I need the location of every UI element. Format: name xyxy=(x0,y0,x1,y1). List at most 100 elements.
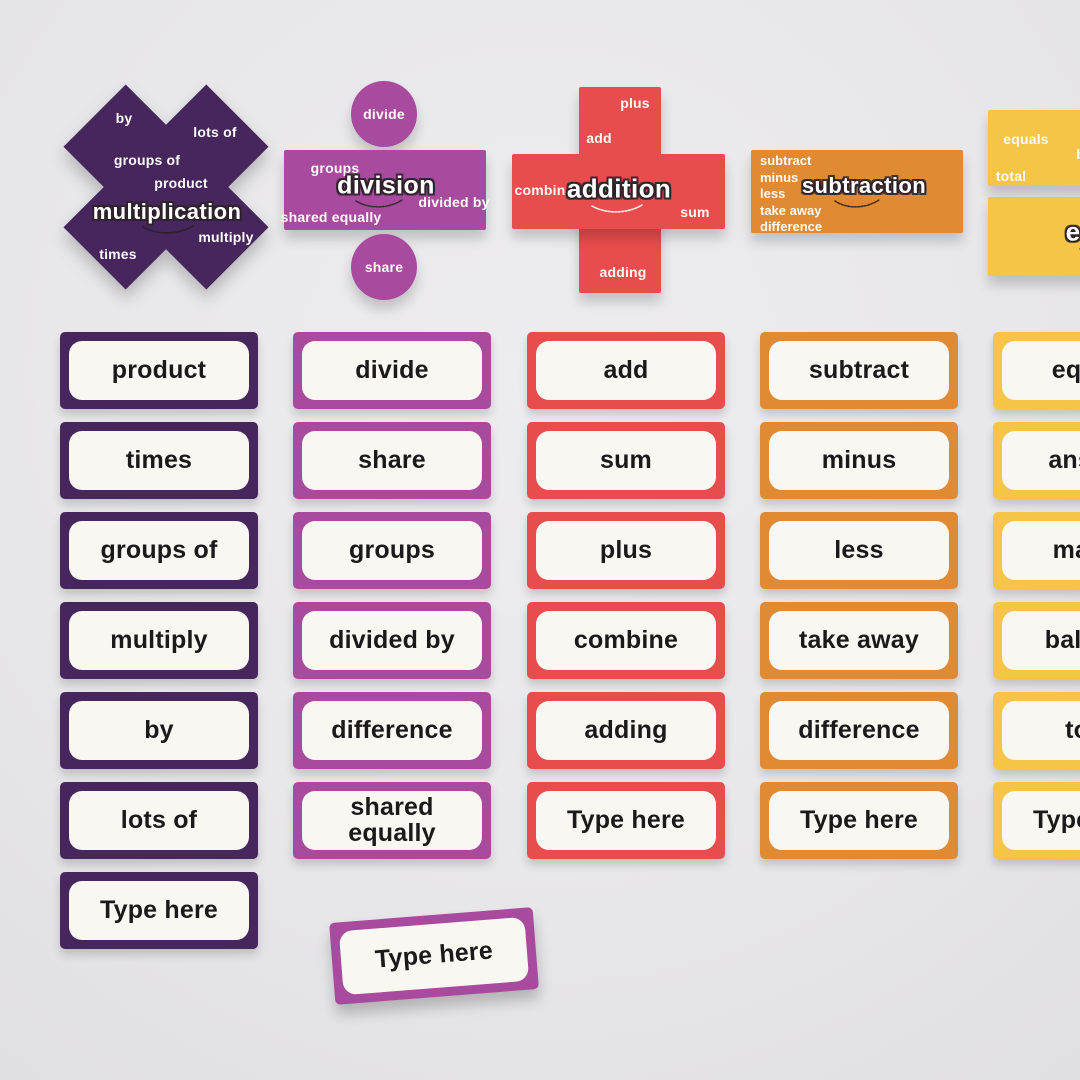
word-card[interactable]: lots of xyxy=(60,782,258,859)
word-card[interactable]: makes xyxy=(993,512,1080,589)
type-here-label: Type here xyxy=(99,895,219,924)
word-card-label: balance xyxy=(1044,625,1080,654)
symbol-word: adding xyxy=(599,264,647,280)
word-card[interactable]: adding xyxy=(527,692,725,769)
type-here-card[interactable]: Type here xyxy=(329,907,539,1005)
subtraction-word-stack: subtract minus less take away difference xyxy=(760,153,822,236)
type-here-label: Type here xyxy=(1032,805,1080,834)
word-card[interactable]: answer xyxy=(993,422,1080,499)
word-card[interactable]: times xyxy=(60,422,258,499)
word-card[interactable]: by xyxy=(60,692,258,769)
word-card-label: groups of xyxy=(100,535,218,564)
word-card[interactable]: equals xyxy=(993,332,1080,409)
symbol-word: product xyxy=(154,175,208,191)
word-card-label: difference xyxy=(331,715,453,744)
division-symbol-bar xyxy=(284,150,486,230)
word-card[interactable]: less xyxy=(760,512,958,589)
word-card[interactable]: combine xyxy=(527,602,725,679)
word-card-label: by xyxy=(144,715,174,744)
symbol-word: lots of xyxy=(193,124,237,140)
word-card[interactable]: product xyxy=(60,332,258,409)
word-card-label: equals xyxy=(1051,355,1080,384)
equals-symbol-bottom-bar xyxy=(988,197,1080,276)
type-here-label: Type here xyxy=(566,805,686,834)
symbol-word: multiply xyxy=(198,229,254,245)
word-card[interactable]: sum xyxy=(527,422,725,499)
symbol-title: equals xyxy=(1065,216,1080,247)
division-symbol-top-circle xyxy=(351,81,417,147)
word-card-label: take away xyxy=(799,625,919,654)
type-here-card[interactable]: Type here xyxy=(527,782,725,859)
division-symbol-bottom-circle xyxy=(351,234,417,300)
symbol-word: divided by xyxy=(418,194,490,210)
word-card-label: times xyxy=(125,445,193,474)
type-here-label: Type here xyxy=(373,936,494,974)
word-card[interactable]: plus xyxy=(527,512,725,589)
word-card[interactable]: groups xyxy=(293,512,491,589)
symbol-word: minus xyxy=(760,169,799,185)
symbol-word: balance xyxy=(1076,146,1080,162)
word-card[interactable]: subtract xyxy=(760,332,958,409)
symbol-word: sum xyxy=(680,204,710,220)
word-card-label: multiply xyxy=(110,625,208,654)
symbol-word: times xyxy=(99,246,137,262)
word-card-label: plus xyxy=(599,535,653,564)
word-card[interactable]: difference xyxy=(760,692,958,769)
word-card-label: product xyxy=(111,355,207,384)
word-card-label: makes xyxy=(1052,535,1080,564)
word-card[interactable]: add xyxy=(527,332,725,409)
word-card[interactable]: take away xyxy=(760,602,958,679)
type-here-card[interactable]: Type here xyxy=(993,782,1080,859)
squiggle-icon xyxy=(142,225,194,234)
symbol-word: by xyxy=(115,110,133,126)
word-card[interactable]: balance xyxy=(993,602,1080,679)
squiggle-icon xyxy=(834,199,880,208)
symbol-word: share xyxy=(364,259,404,275)
symbol-word: groups xyxy=(310,160,360,176)
symbol-word: groups of xyxy=(113,152,181,168)
word-card[interactable]: minus xyxy=(760,422,958,499)
word-card-label: adding xyxy=(584,715,668,744)
symbol-word: total xyxy=(995,168,1027,184)
symbol-word: equals xyxy=(1003,131,1049,147)
word-card-label: divide xyxy=(355,355,429,384)
word-card[interactable]: multiply xyxy=(60,602,258,679)
type-here-card[interactable]: Type here xyxy=(60,872,258,949)
word-card-label: add xyxy=(603,355,649,384)
word-card-label: difference xyxy=(798,715,920,744)
subtraction-symbol xyxy=(751,150,963,233)
word-card[interactable]: groups of xyxy=(60,512,258,589)
word-card-label: share xyxy=(358,445,426,474)
word-card-label: shared equally xyxy=(348,793,436,847)
word-card-label: combine xyxy=(573,625,679,654)
squiggle-icon xyxy=(591,204,643,213)
word-card[interactable]: difference xyxy=(293,692,491,769)
word-card[interactable]: divide xyxy=(293,332,491,409)
addition-symbol-horizontal xyxy=(512,154,725,229)
word-card-label: lots of xyxy=(120,805,198,834)
symbol-word: subtract xyxy=(760,153,812,168)
type-here-card[interactable]: Type here xyxy=(760,782,958,859)
word-card[interactable]: divided by xyxy=(293,602,491,679)
word-card-label: answer xyxy=(1048,445,1080,474)
multiplication-symbol xyxy=(63,84,269,290)
squiggle-icon xyxy=(355,199,403,208)
symbol-word: less xyxy=(760,186,786,201)
word-card-label: less xyxy=(834,535,884,564)
symbol-word: difference xyxy=(760,219,823,234)
symbol-title: subtraction xyxy=(801,173,927,198)
symbol-word: divide xyxy=(363,106,405,122)
word-card-label: sum xyxy=(599,445,652,474)
word-card-label: total xyxy=(1065,715,1080,744)
word-card-label: minus xyxy=(821,445,897,474)
symbol-title: multiplication xyxy=(92,199,242,224)
symbol-title: addition xyxy=(566,173,672,204)
word-card[interactable]: share xyxy=(293,422,491,499)
symbol-word: shared equally xyxy=(280,209,382,225)
word-card[interactable]: shared equally xyxy=(293,782,491,859)
word-card[interactable]: total xyxy=(993,692,1080,769)
symbol-title: division xyxy=(337,171,435,200)
symbol-word: take away xyxy=(760,202,822,218)
symbol-word: combine xyxy=(514,182,574,198)
